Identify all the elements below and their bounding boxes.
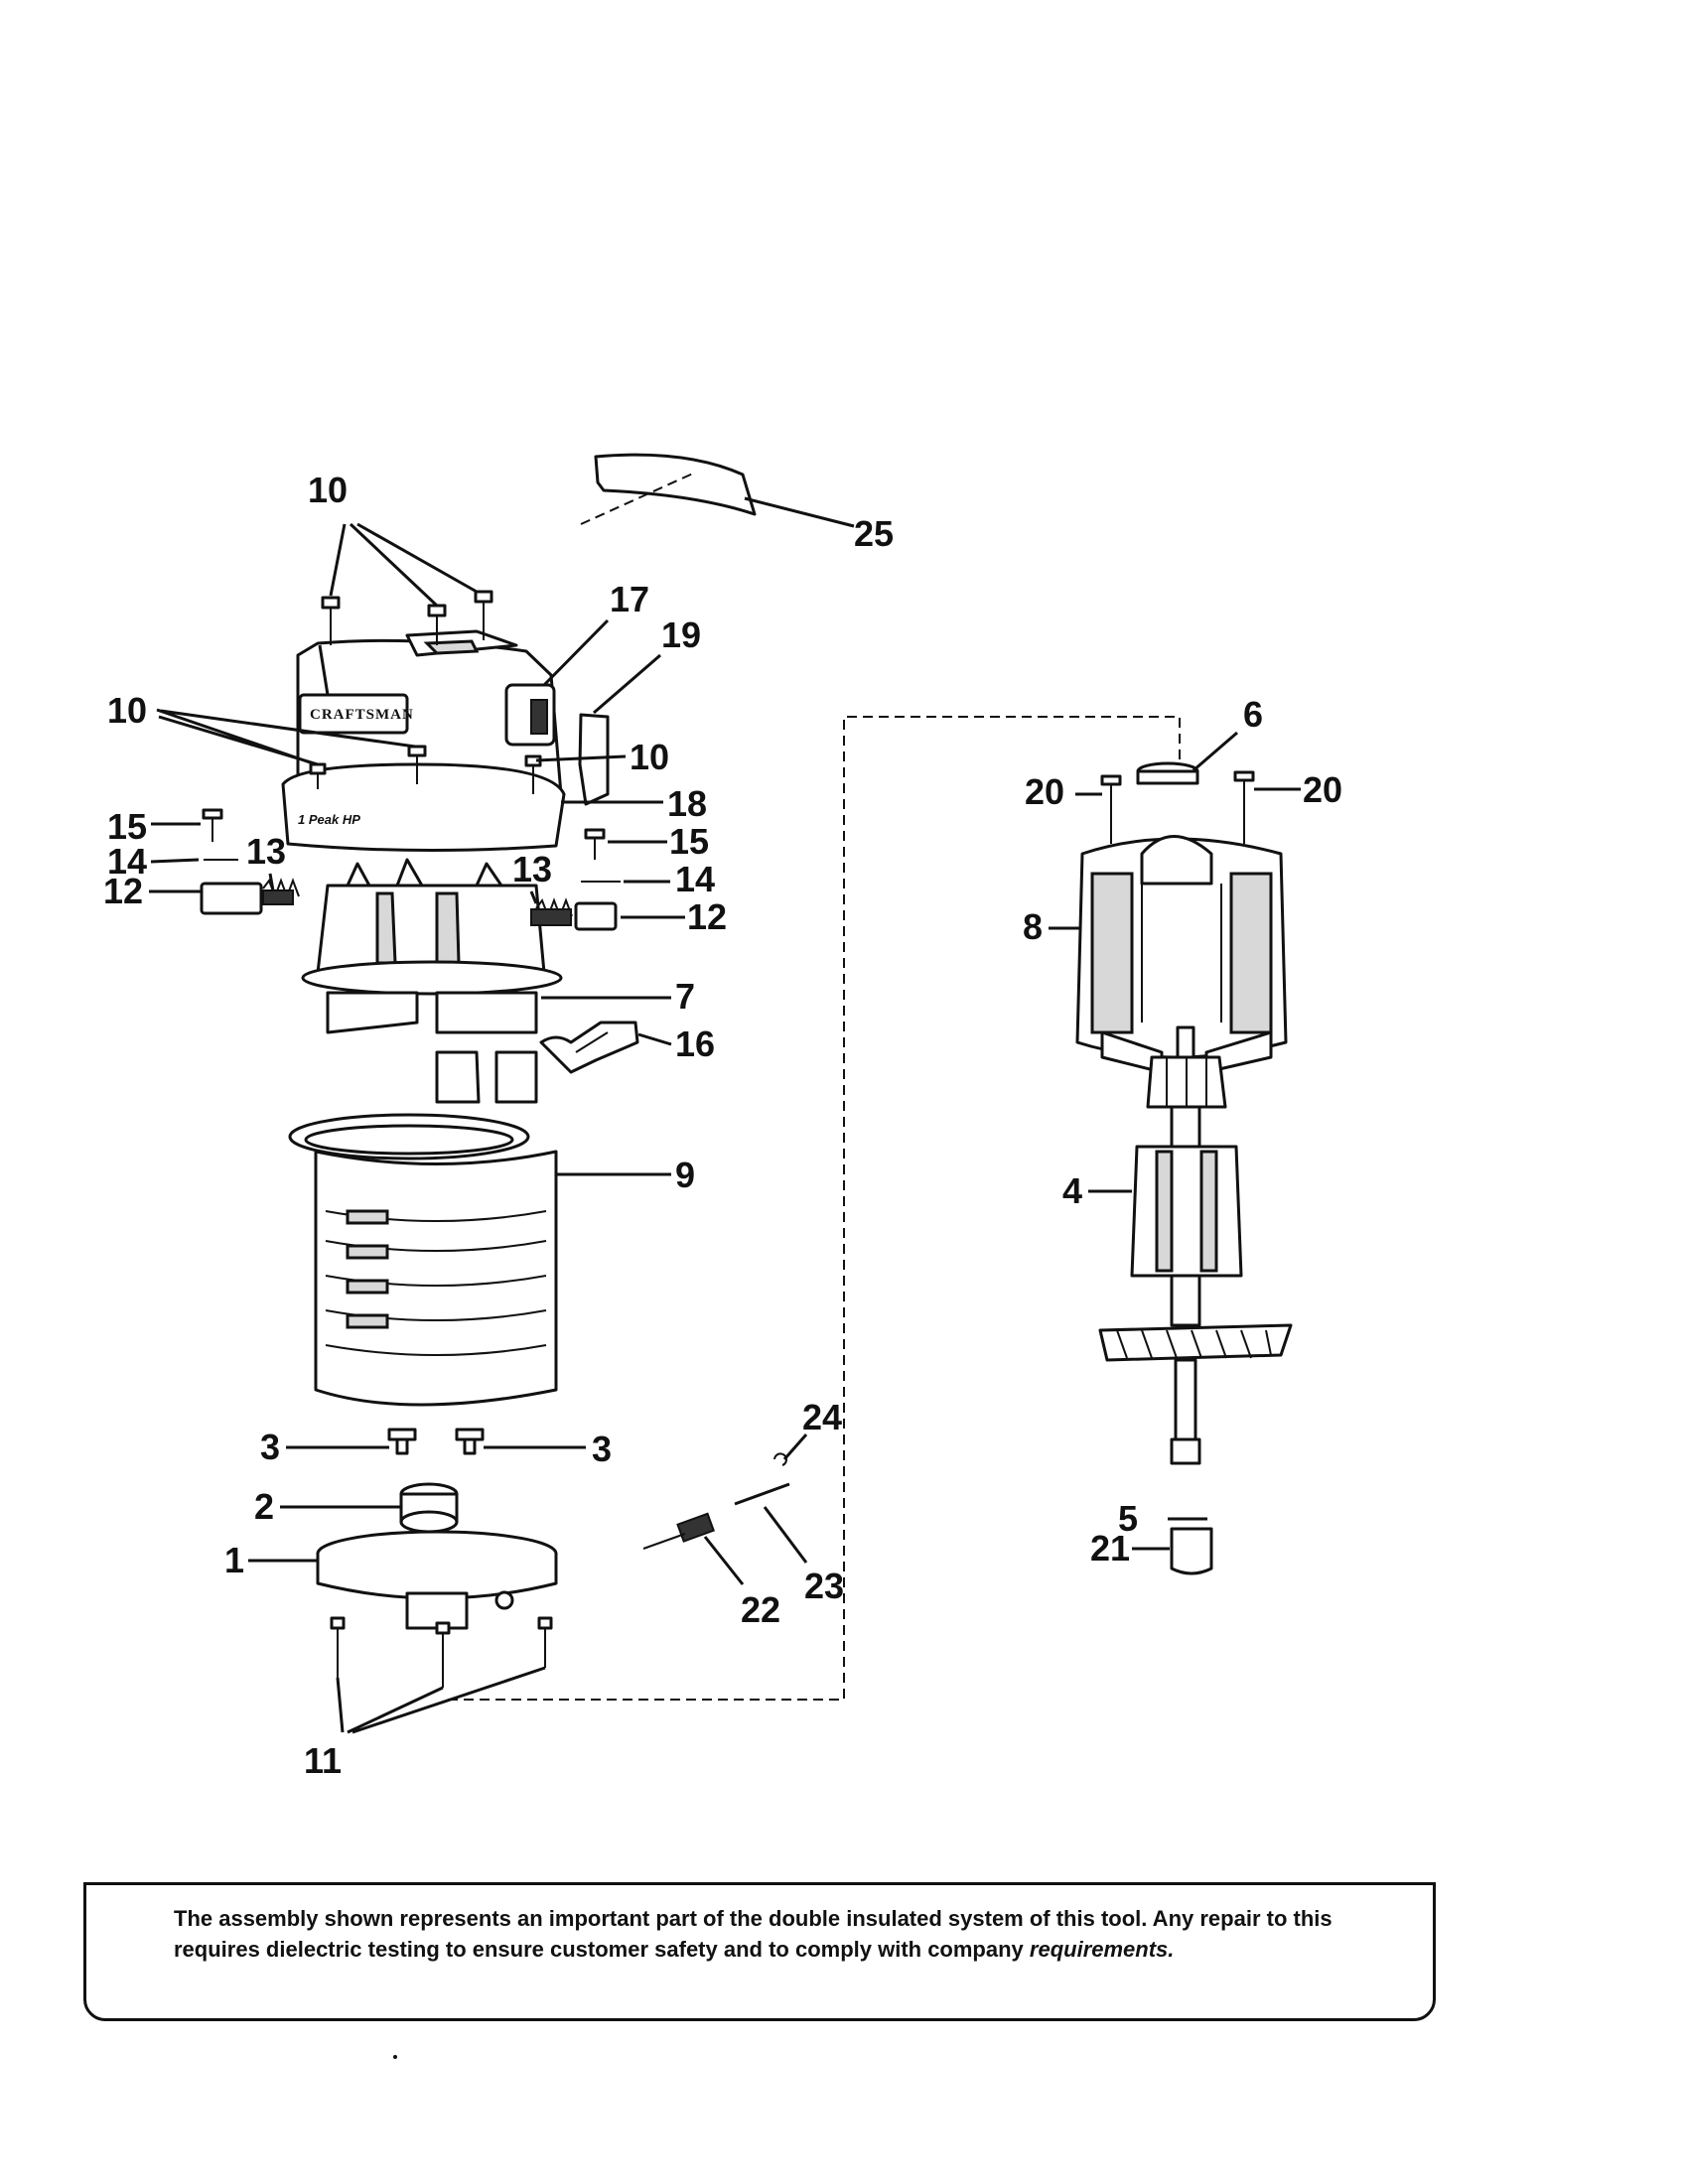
callout-12-left: 12 [103,871,143,911]
notice-emphasis: requirements. [1029,1937,1175,1962]
part-20-screw-right [1233,770,1255,844]
leader-lines [149,522,1301,1734]
callout-13-left: 13 [246,831,286,872]
brand-text: CRAFTSMAN [310,707,414,723]
callout-21: 21 [1090,1528,1130,1569]
part-19-cover [578,713,610,806]
callout-20-left: 20 [1025,771,1064,812]
callout-15-right: 15 [669,821,709,862]
callout-4: 4 [1062,1170,1082,1211]
callout-20-right: 20 [1303,769,1342,810]
part-13-spring-right [530,897,573,926]
callout-9: 9 [675,1155,695,1195]
callout-2: 2 [254,1486,274,1527]
part-23-pin [734,1482,790,1506]
callout-6: 6 [1243,694,1263,735]
assembly-bracket [447,716,1181,1701]
part-13-spring-left [262,878,300,905]
part-2-bearing [399,1482,459,1534]
callout-5: 5 [1118,1498,1138,1539]
safety-notice-text: The assembly shown represents an importa… [174,1903,1353,1965]
callout-24: 24 [802,1397,842,1437]
part-15-screw-left [202,808,223,842]
part-10-screws-lower [309,745,542,794]
part-3-screw-right [455,1428,485,1455]
callout-23: 23 [804,1566,844,1606]
callout-7: 7 [675,976,695,1017]
part-18-skirt [281,762,566,853]
callout-13-right: 13 [512,849,552,889]
part-25-label [580,453,855,528]
stray-dot [393,2055,397,2059]
callout-8: 8 [1023,906,1043,947]
rating-text: 1 Peak HP [298,812,360,827]
part-7-brush-holder [301,858,563,1034]
part-6-bearing [1136,761,1199,785]
callout-19: 19 [661,614,701,655]
callouts: 10 25 17 19 10 10 18 15 15 13 13 14 14 1… [103,470,1342,1781]
part-1-end-cover [316,1530,558,1630]
part-11-screws [330,1616,553,1688]
part-21-bearing [1170,1527,1213,1575]
part-12-brush-left [200,882,263,915]
callout-3-right: 3 [592,1429,612,1469]
callout-10-left: 10 [107,690,147,731]
brand-plate [298,693,409,735]
safety-notice-box: The assembly shown represents an importa… [83,1882,1436,2021]
part-4-armature [1098,1025,1293,1465]
callout-16: 16 [675,1024,715,1064]
part-12-brush-right [574,901,618,931]
callout-22: 22 [741,1589,780,1630]
part-16-cord-protector [539,1021,639,1074]
callout-11: 11 [304,1740,342,1781]
callout-18: 18 [667,783,707,824]
part-3-screw-left [387,1428,417,1455]
callout-17: 17 [610,579,649,619]
callout-14-left: 14 [107,841,147,882]
part-9-field-housing [288,1050,558,1407]
part-8-field [1075,835,1288,1074]
callout-10-top: 10 [308,470,348,510]
callout-1: 1 [224,1540,244,1580]
callout-12-right: 12 [687,896,727,937]
callout-25: 25 [854,513,894,554]
callout-3-left: 3 [260,1427,280,1467]
part-20-screw-left [1100,774,1122,844]
part-22-spring [642,1512,715,1550]
notice-body: The assembly shown represents an importa… [174,1906,1333,1962]
callout-10-right: 10 [630,737,669,777]
callout-14-right: 14 [675,859,715,899]
callout-15-left: 15 [107,806,147,847]
part-15-screw-right [584,828,606,860]
part-24-clip [773,1452,787,1466]
motor-housing: CRAFTSMAN 1 Peak HP [281,590,610,853]
